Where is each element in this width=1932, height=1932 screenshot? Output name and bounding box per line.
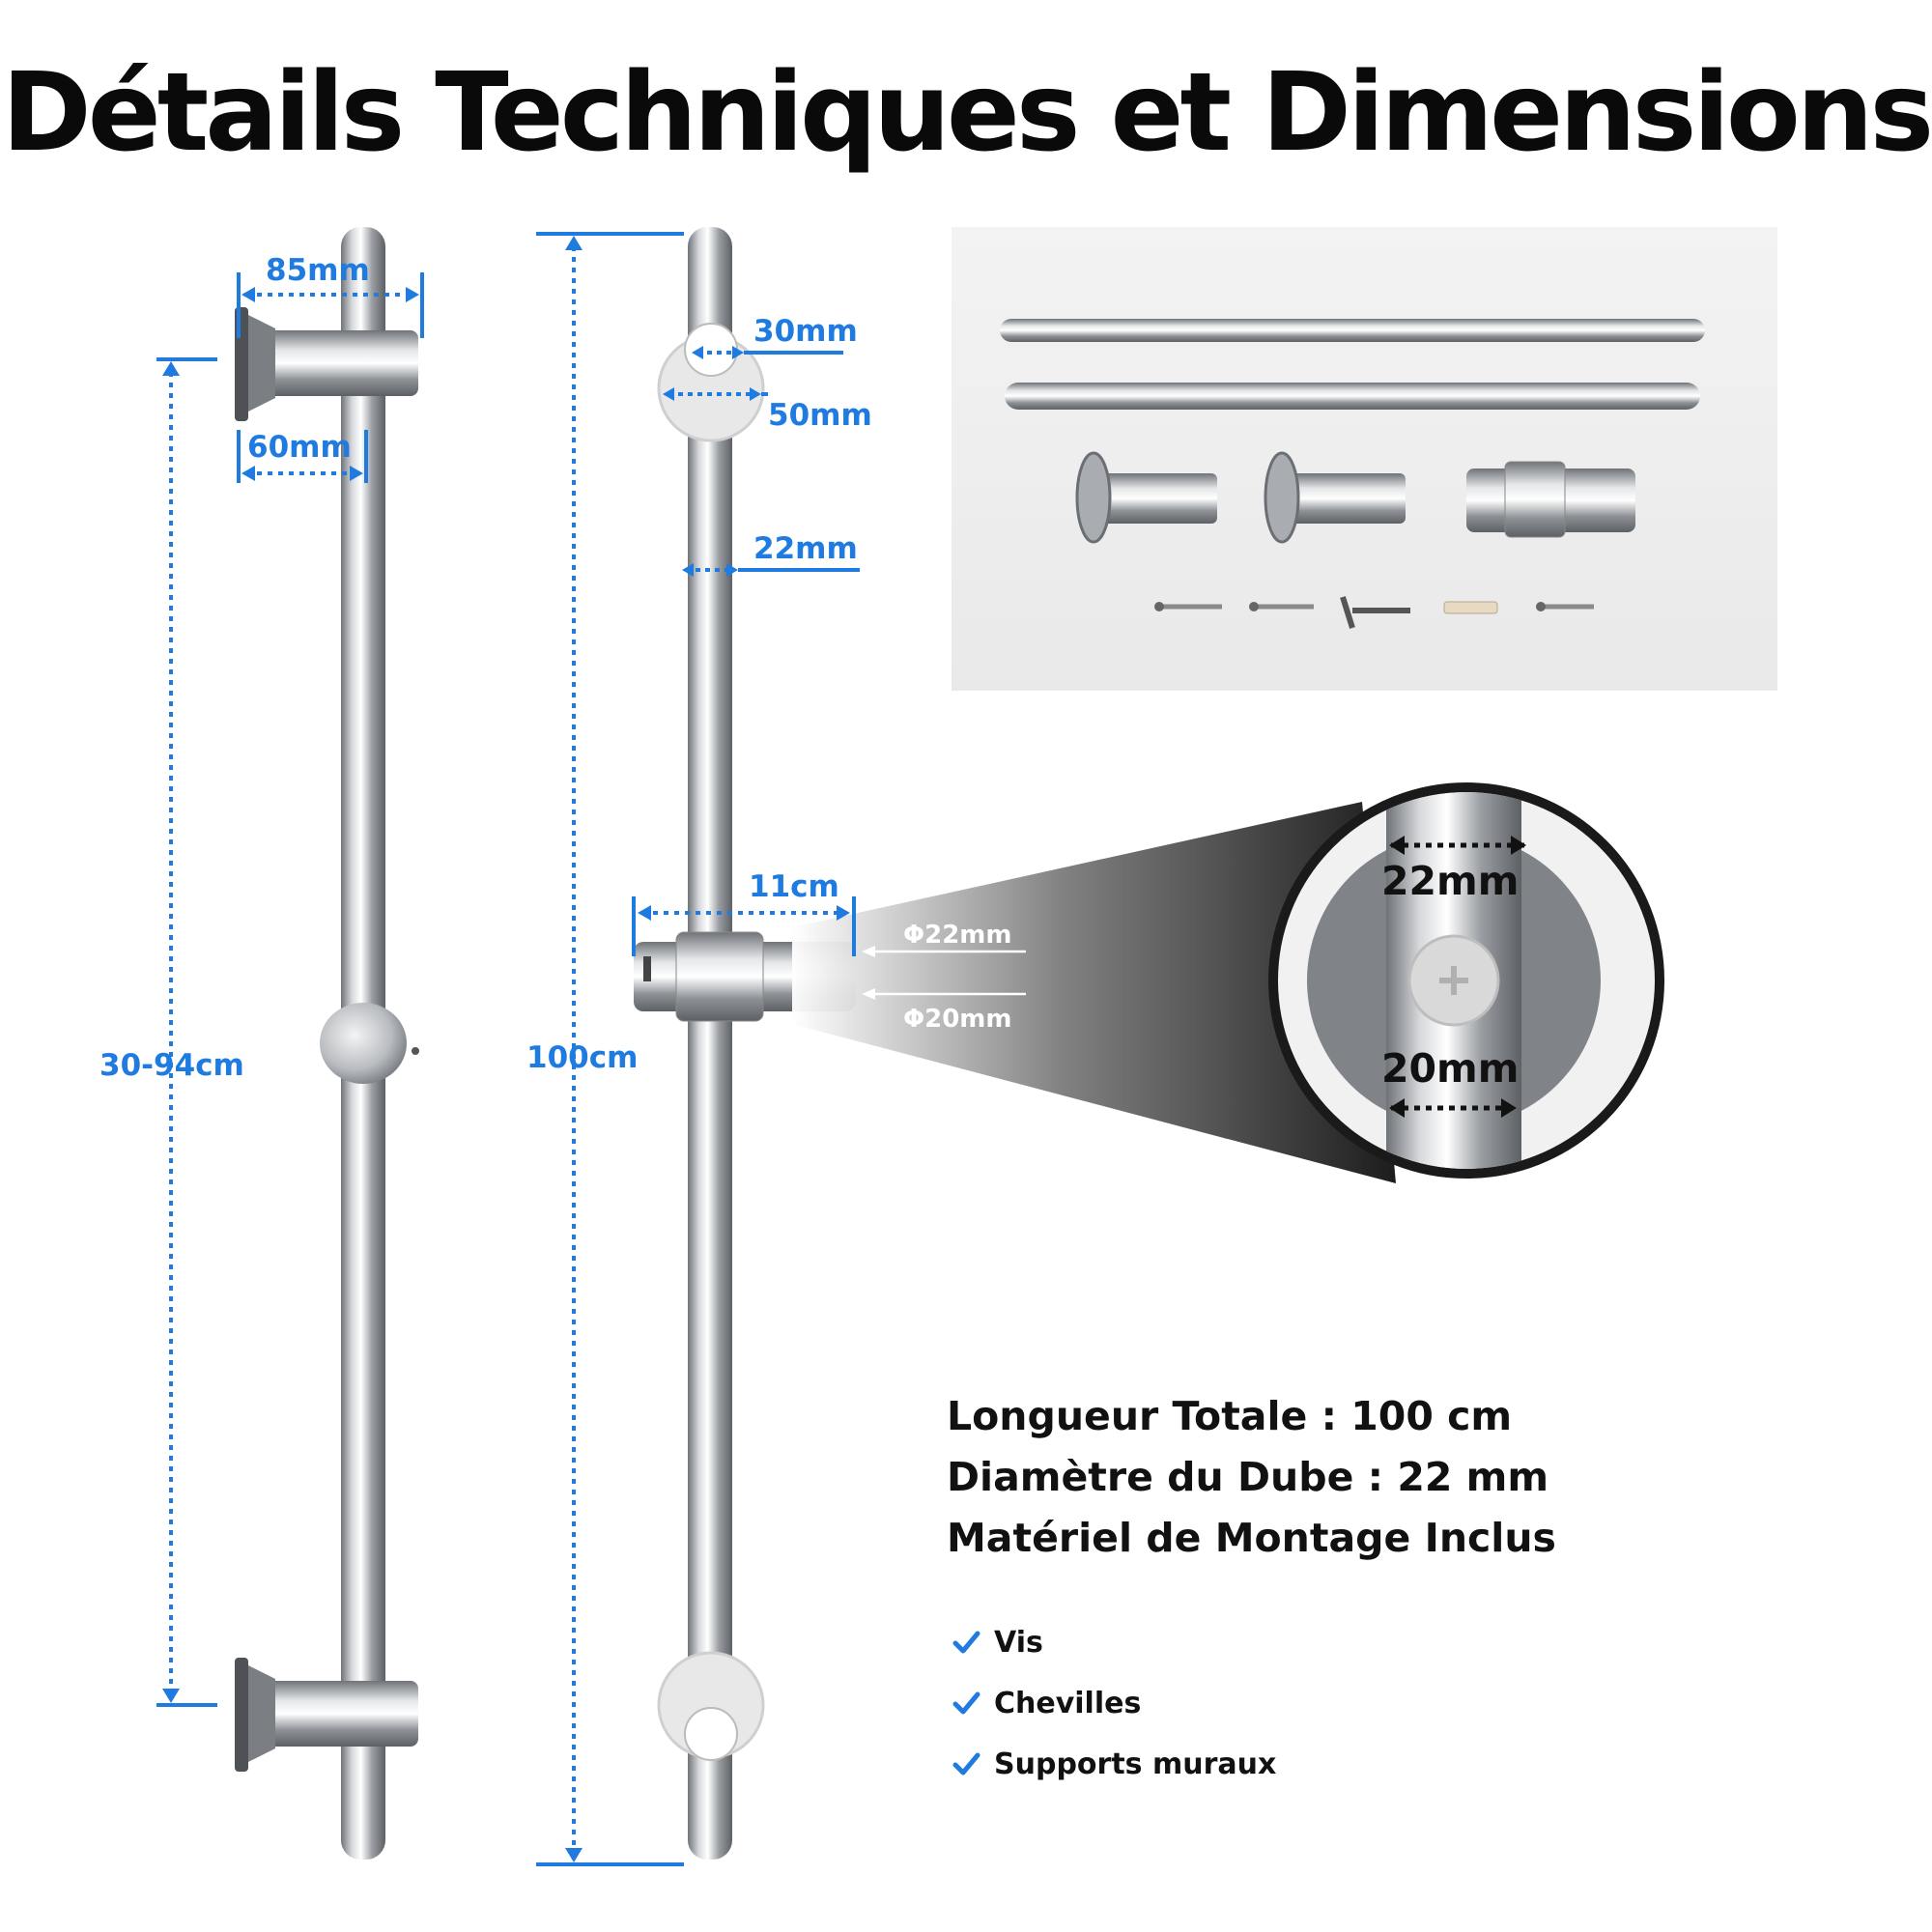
rod-part-2	[1005, 383, 1700, 410]
included-item-label: Vis	[994, 1625, 1043, 1660]
left-rail-illustration	[235, 227, 419, 1860]
label-50mm: 50mm	[768, 398, 872, 433]
spec-tube-diameter: Diamètre du Dube : 22 mm	[947, 1454, 1549, 1500]
left-middle-connector	[320, 1003, 407, 1084]
holder-part	[1466, 461, 1635, 538]
label-11cm: 11cm	[749, 869, 839, 904]
left-bottom-bracket	[235, 1658, 418, 1772]
included-item-label: Supports muraux	[994, 1747, 1277, 1781]
spec-total-length: Longueur Totale : 100 cm	[947, 1393, 1513, 1439]
zoom-label-22mm: 22mm	[1381, 858, 1520, 904]
bracket-part-2	[1264, 451, 1406, 544]
zoom-label-20mm: 20mm	[1381, 1045, 1520, 1092]
label-30-94cm: 30-94cm	[99, 1048, 244, 1083]
label-60mm: 60mm	[247, 430, 352, 465]
check-icon	[952, 1752, 980, 1776]
dimension-lines	[156, 232, 860, 1866]
check-icon	[952, 1631, 980, 1654]
zoom-callout	[792, 782, 1664, 1183]
included-item: Supports muraux	[952, 1745, 1276, 1783]
included-item-label: Chevilles	[994, 1686, 1142, 1720]
label-100cm: 100cm	[526, 1040, 639, 1075]
check-icon	[952, 1691, 980, 1715]
included-item: Chevilles	[952, 1684, 1141, 1722]
label-phi22mm: Φ22mm	[903, 921, 1012, 950]
page-title: Détails Techniques et Dimensions	[1, 50, 1932, 176]
phi-arrows	[862, 946, 1026, 1000]
bracket-part-1	[1075, 451, 1217, 544]
left-top-bracket	[235, 307, 418, 421]
right-rail-tube	[688, 227, 732, 1860]
spec-mounting-included: Matériel de Montage Inclus	[947, 1515, 1556, 1561]
label-22mm: 22mm	[753, 531, 858, 566]
label-phi20mm: Φ20mm	[903, 1005, 1012, 1034]
label-30mm: 30mm	[753, 314, 858, 349]
included-item: Vis	[952, 1623, 1043, 1662]
label-85mm: 85mm	[266, 253, 370, 288]
hardware-parts	[1154, 596, 1594, 629]
rod-part-1	[1000, 319, 1705, 342]
included-parts-photo	[952, 227, 1777, 691]
right-rail-illustration	[634, 227, 856, 1860]
